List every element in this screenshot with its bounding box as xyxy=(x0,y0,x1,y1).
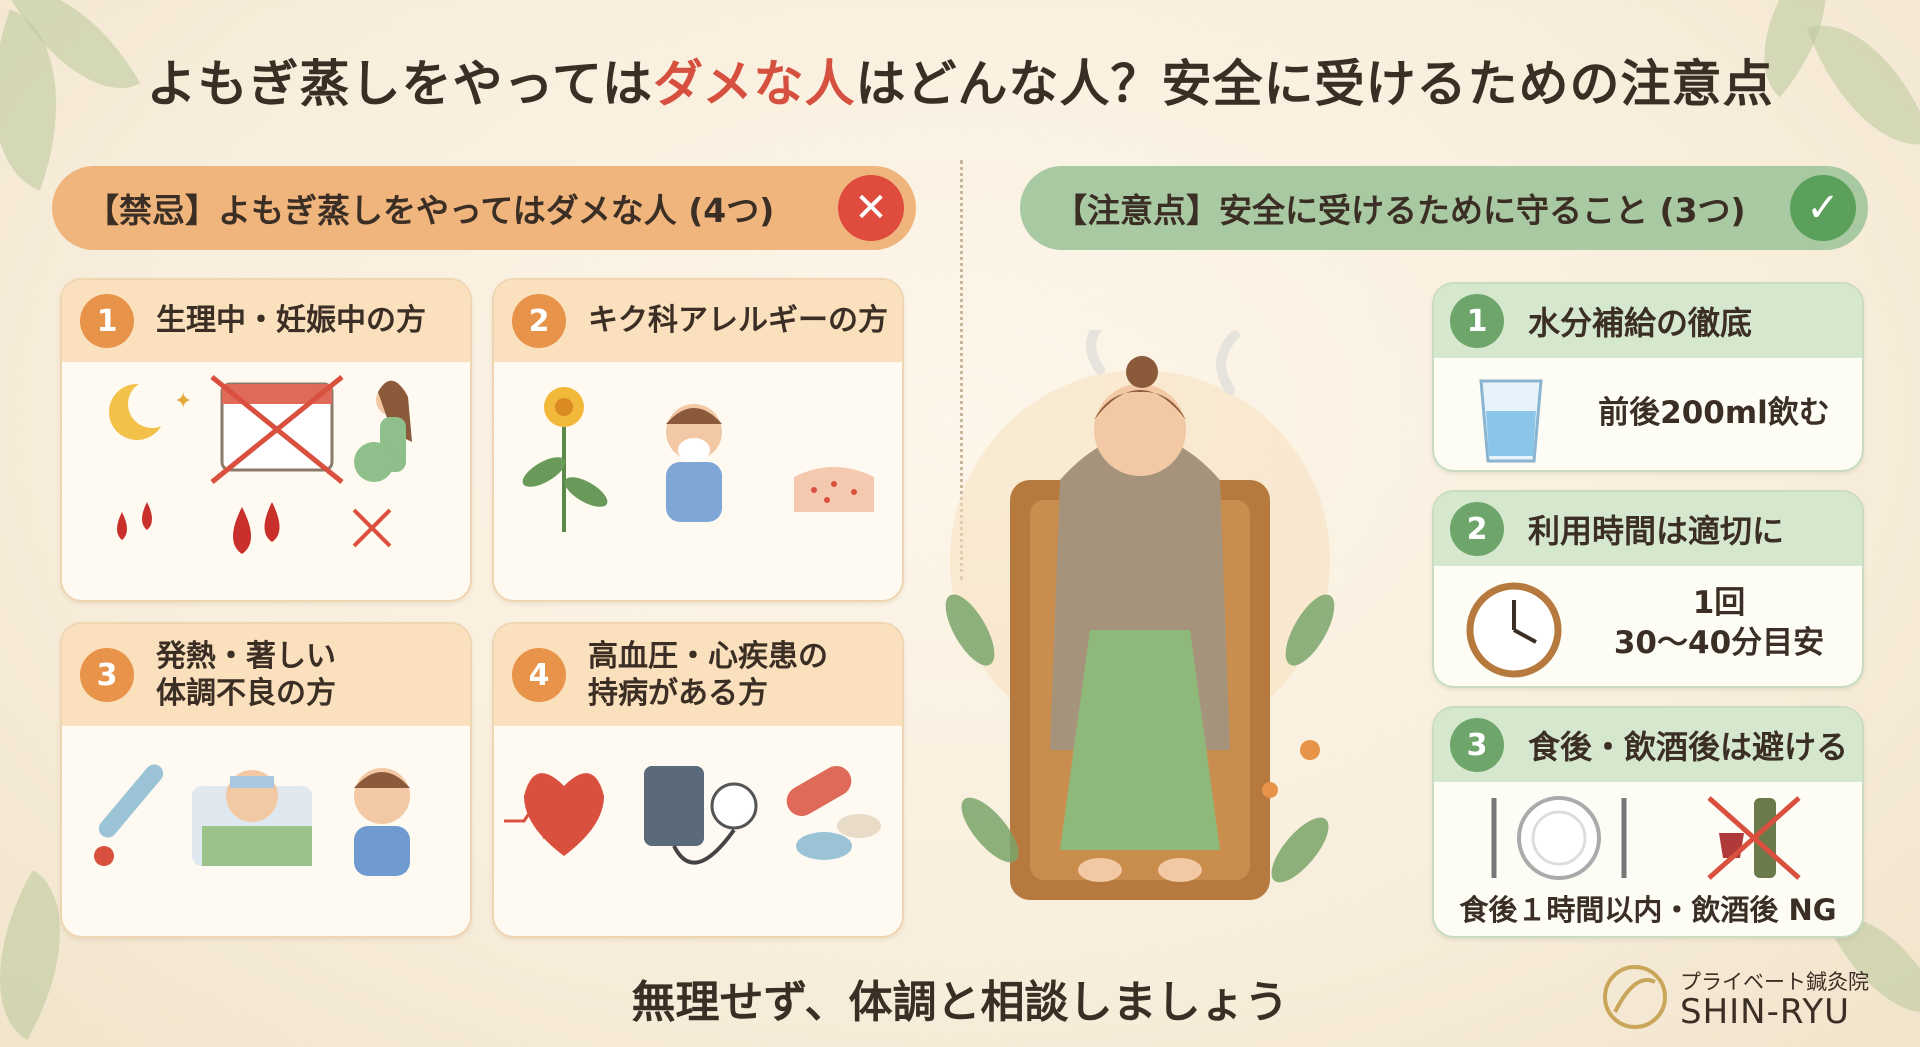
card-title-line1: 発熱・著しい xyxy=(156,638,336,674)
card-number: 2 xyxy=(1450,502,1504,556)
logo-subtitle: プライベート鍼灸院 xyxy=(1680,970,1869,994)
plate-and-cutlery-icon xyxy=(1491,796,1627,880)
herb-leaves-icon xyxy=(945,594,1335,883)
contraindication-card-1: 1 生理中・妊娠中の方 ✦ xyxy=(60,278,472,602)
card-text: 前後200ml飲む xyxy=(1598,395,1830,431)
check-mark-icon: ✓ xyxy=(1790,175,1856,241)
card-title-line2: 体調不良の方 xyxy=(156,676,336,711)
clock-icon xyxy=(1466,582,1562,678)
card-number: 2 xyxy=(512,294,566,348)
chrysanthemum-icon xyxy=(522,387,608,532)
water-glass-icon xyxy=(1479,379,1543,463)
banner-label: 【注意点】安全に受けるために守ること (3つ) xyxy=(1054,191,1746,230)
contraindication-card-2: 2 キク科アレルギーの方 xyxy=(492,278,904,602)
heart-disease-illustration xyxy=(504,766,881,865)
precaution-card-1: 1 水分補給の徹底 前後200ml飲む xyxy=(1432,282,1864,472)
allergy-illustration xyxy=(522,387,874,532)
blood-drop-icon xyxy=(117,502,280,554)
card-number: 1 xyxy=(1450,294,1504,348)
cross-icon xyxy=(352,508,392,548)
flower-icon xyxy=(1262,740,1320,798)
clinic-logo-icon xyxy=(1603,965,1667,1029)
card-text: 食後１時間以内・飲酒後 NG xyxy=(1459,893,1837,927)
steam-icon xyxy=(1086,330,1240,395)
card-number: 4 xyxy=(512,648,566,702)
fever-illustration xyxy=(94,764,410,876)
menstruation-pregnancy-illustration: ✦ xyxy=(109,375,412,554)
card-title-line1: 高血圧・心疾患の xyxy=(588,638,828,674)
heart-icon xyxy=(504,773,604,856)
contraindication-banner: 【禁忌】よもぎ蒸しをやってはダメな人 (4つ) ✕ xyxy=(52,166,916,250)
pill-icon xyxy=(786,766,881,860)
card-number: 3 xyxy=(1450,718,1504,772)
card-title: 水分補給の徹底 xyxy=(1528,304,1753,342)
banner-label: 【禁忌】よもぎ蒸しをやってはダメな人 (4つ) xyxy=(86,191,775,230)
no-alcohol-icon xyxy=(1707,796,1801,880)
pregnant-woman-icon xyxy=(354,380,412,482)
blood-pressure-monitor-icon xyxy=(644,766,758,865)
contraindication-card-4: 4 高血圧・心疾患の持病がある方 xyxy=(492,622,904,938)
moon-icon xyxy=(109,380,176,440)
card-title: キク科アレルギーの方 xyxy=(588,303,888,339)
card-number: 1 xyxy=(80,294,134,348)
bottom-message: 無理せず、体調と相談しましょう xyxy=(631,977,1289,1028)
card-number: 3 xyxy=(80,648,134,702)
woman-icon xyxy=(1050,356,1230,882)
card-title-line2: 持病がある方 xyxy=(588,676,768,711)
coughing-boy-icon xyxy=(354,768,410,876)
skin-rash-icon xyxy=(794,467,874,512)
logo-name: SHIN-RYU xyxy=(1680,992,1850,1032)
contraindication-card-3: 3 発熱・著しい体調不良の方 xyxy=(60,622,472,938)
precaution-card-2: 2 利用時間は適切に 1回 30〜40分目安 xyxy=(1432,490,1864,688)
star-icon: ✦ xyxy=(174,389,192,414)
card-title: 利用時間は適切に xyxy=(1528,512,1785,550)
woman-in-yomogi-steam-chair-illustration xyxy=(945,330,1335,900)
sick-child-in-bed-icon xyxy=(192,770,312,866)
precaution-card-3: 3 食後・飲酒後は避ける 食後１時間以内・飲酒後 NG xyxy=(1432,706,1864,938)
precaution-banner: 【注意点】安全に受けるために守ること (3つ) ✓ xyxy=(1020,166,1868,250)
calendar-icon xyxy=(210,375,344,484)
card-text-line2: 30〜40分目安 xyxy=(1613,625,1825,661)
sneezing-boy-icon xyxy=(666,404,722,522)
card-title: 食後・飲酒後は避ける xyxy=(1528,728,1849,766)
card-text-line1: 1回 xyxy=(1692,585,1746,621)
section-divider xyxy=(960,160,963,580)
x-mark-icon: ✕ xyxy=(838,175,904,241)
card-title: 生理中・妊娠中の方 xyxy=(156,303,426,339)
thermometer-icon xyxy=(94,764,164,866)
page-title: よもぎ蒸しをやってはダメな人はどんな人？安全に受けるための注意点 xyxy=(146,55,1774,113)
